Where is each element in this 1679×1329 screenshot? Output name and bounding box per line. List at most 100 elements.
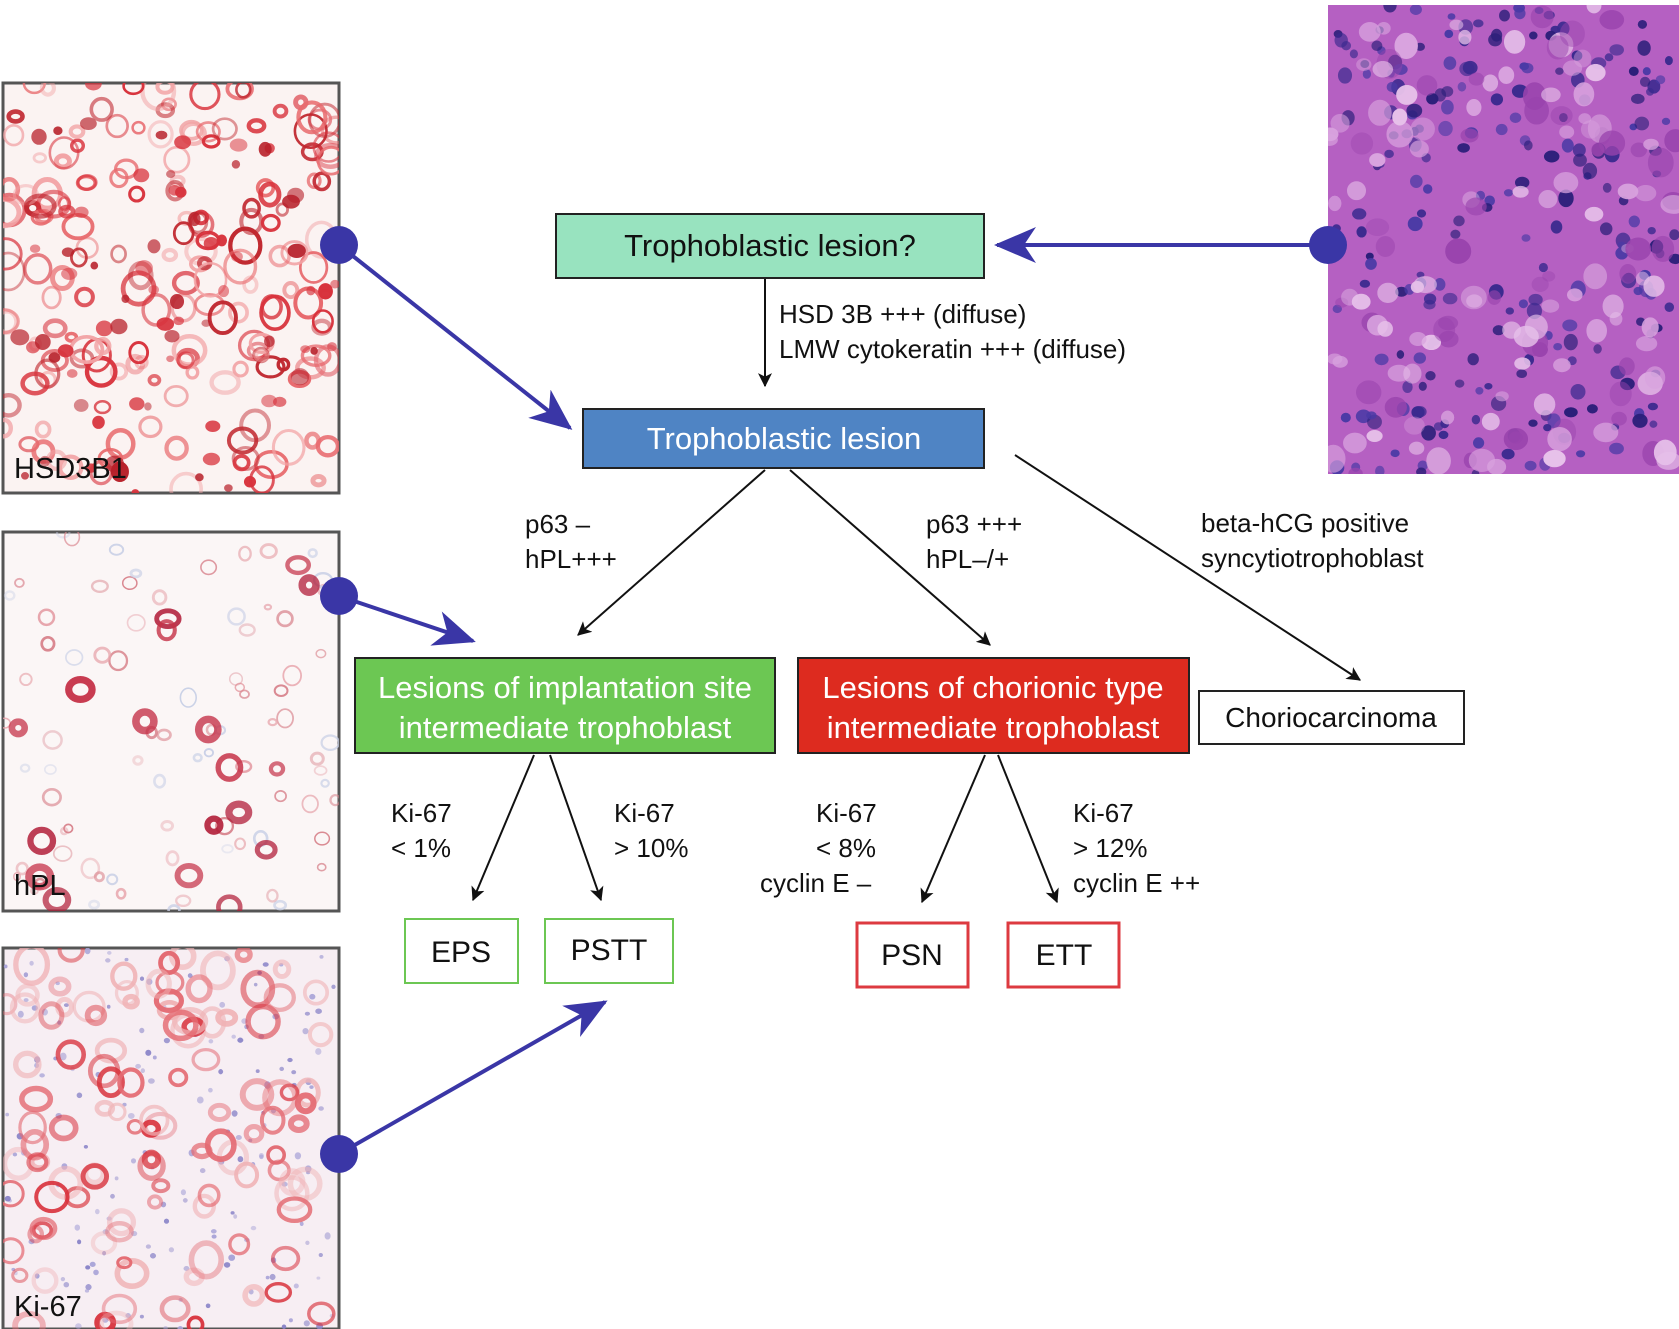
- cell-texture: [129, 568, 143, 579]
- cell-texture: [93, 400, 112, 415]
- cell-texture: [310, 474, 327, 488]
- label-right-line1: beta-hCG positive: [1201, 508, 1409, 538]
- cell-texture: [1466, 99, 1482, 116]
- cell-texture: [80, 857, 101, 880]
- cell-texture: [1505, 307, 1515, 315]
- cell-texture: [1416, 209, 1427, 218]
- cell-texture: [1641, 317, 1659, 338]
- cell-texture: [77, 1239, 82, 1245]
- cell-texture: [1553, 172, 1579, 194]
- label-psn-line2: < 8%: [816, 833, 876, 863]
- cell-texture: [276, 1196, 313, 1224]
- cell-texture: [93, 1269, 99, 1276]
- cell-texture: [189, 83, 221, 111]
- cell-texture: [48, 976, 72, 997]
- cell-texture: [1352, 208, 1367, 220]
- cell-texture: [218, 285, 230, 298]
- cell-texture: [260, 213, 281, 232]
- cell-texture: [15, 983, 40, 1007]
- cell-texture: [1365, 218, 1390, 237]
- arrow-chorionic-to-psn: [920, 754, 986, 904]
- cell-texture: [315, 1048, 322, 1055]
- cell-texture: [304, 431, 321, 450]
- cell-texture: [38, 1001, 65, 1030]
- cell-texture: [1416, 75, 1438, 96]
- cell-texture: [1647, 227, 1656, 235]
- cell-texture: [1386, 81, 1398, 93]
- cell-texture: [1350, 132, 1374, 155]
- cell-texture: [58, 204, 76, 219]
- cell-texture: [174, 135, 192, 150]
- cell-texture: [1433, 317, 1456, 343]
- cell-texture: [116, 1256, 133, 1270]
- pointer-hpl: [320, 577, 476, 646]
- node-choriocarcinoma: Choriocarcinoma: [1198, 690, 1465, 745]
- cell-texture: [1355, 380, 1382, 405]
- cell-texture: [3, 1146, 35, 1181]
- cell-texture: [57, 948, 85, 963]
- cell-texture: [22, 253, 53, 285]
- cell-texture: [124, 957, 129, 962]
- cell-texture: [1335, 297, 1349, 308]
- node-psn-text: PSN: [881, 939, 943, 972]
- cell-texture: [1502, 321, 1521, 339]
- cell-texture: [1620, 377, 1635, 391]
- cell-texture: [1664, 129, 1679, 153]
- cell-texture: [122, 993, 140, 1010]
- cell-texture: [232, 454, 251, 472]
- cell-texture: [245, 1003, 281, 1040]
- cell-texture: [55, 996, 74, 1018]
- cell-texture: [1559, 20, 1585, 47]
- cell-texture: [164, 435, 189, 461]
- cell-texture: [151, 589, 168, 606]
- cell-texture: [1498, 66, 1515, 84]
- label-left-line2: hPL+++: [525, 544, 617, 574]
- cell-texture: [1521, 62, 1534, 74]
- arrow-implantation-to-eps: [471, 754, 535, 902]
- cell-texture: [299, 1221, 304, 1227]
- cell-texture: [199, 1168, 206, 1174]
- cell-texture: [246, 118, 267, 134]
- cell-texture: [1340, 412, 1351, 423]
- cell-texture: [3, 123, 25, 147]
- cell-texture: [1372, 60, 1394, 78]
- cell-texture: [1495, 123, 1508, 136]
- cell-texture: [29, 1216, 58, 1241]
- cell-texture: [269, 1273, 276, 1281]
- cell-texture: [205, 420, 221, 433]
- cell-texture: [219, 1001, 226, 1008]
- cell-texture: [1467, 353, 1479, 366]
- cell-texture: [84, 948, 91, 955]
- cell-texture: [276, 610, 294, 628]
- cell-texture: [197, 1183, 221, 1208]
- cell-texture: [1377, 282, 1399, 304]
- cell-texture: [191, 1047, 221, 1072]
- cell-texture: [270, 1245, 301, 1272]
- cell-texture: [110, 318, 128, 335]
- cell-texture: [90, 1231, 118, 1255]
- cell-texture: [1599, 222, 1613, 236]
- cell-texture: [1423, 299, 1436, 310]
- cell-texture: [1328, 127, 1339, 142]
- arrow-implantation-to-pstt: [549, 754, 604, 902]
- pointer-he: [994, 226, 1347, 264]
- cell-texture: [163, 145, 191, 174]
- cell-texture: [318, 1252, 323, 1258]
- cell-texture: [1383, 5, 1397, 13]
- cell-texture: [1358, 22, 1381, 42]
- cell-texture: [1449, 19, 1464, 31]
- cell-texture: [255, 355, 286, 379]
- cell-texture: [1593, 344, 1602, 354]
- cell-texture: [268, 761, 286, 777]
- cell-texture: [1410, 117, 1435, 141]
- cell-texture: [1509, 112, 1522, 123]
- cell-texture: [1457, 143, 1470, 153]
- cell-texture: [147, 374, 162, 387]
- cell-texture: [1484, 382, 1493, 390]
- cell-texture: [320, 778, 330, 788]
- cell-texture: [231, 1110, 238, 1117]
- cell-texture: [155, 83, 175, 95]
- arrow-lesion-to-implantation: [577, 469, 766, 636]
- cell-texture: [139, 1314, 144, 1319]
- cell-texture: [3, 237, 23, 271]
